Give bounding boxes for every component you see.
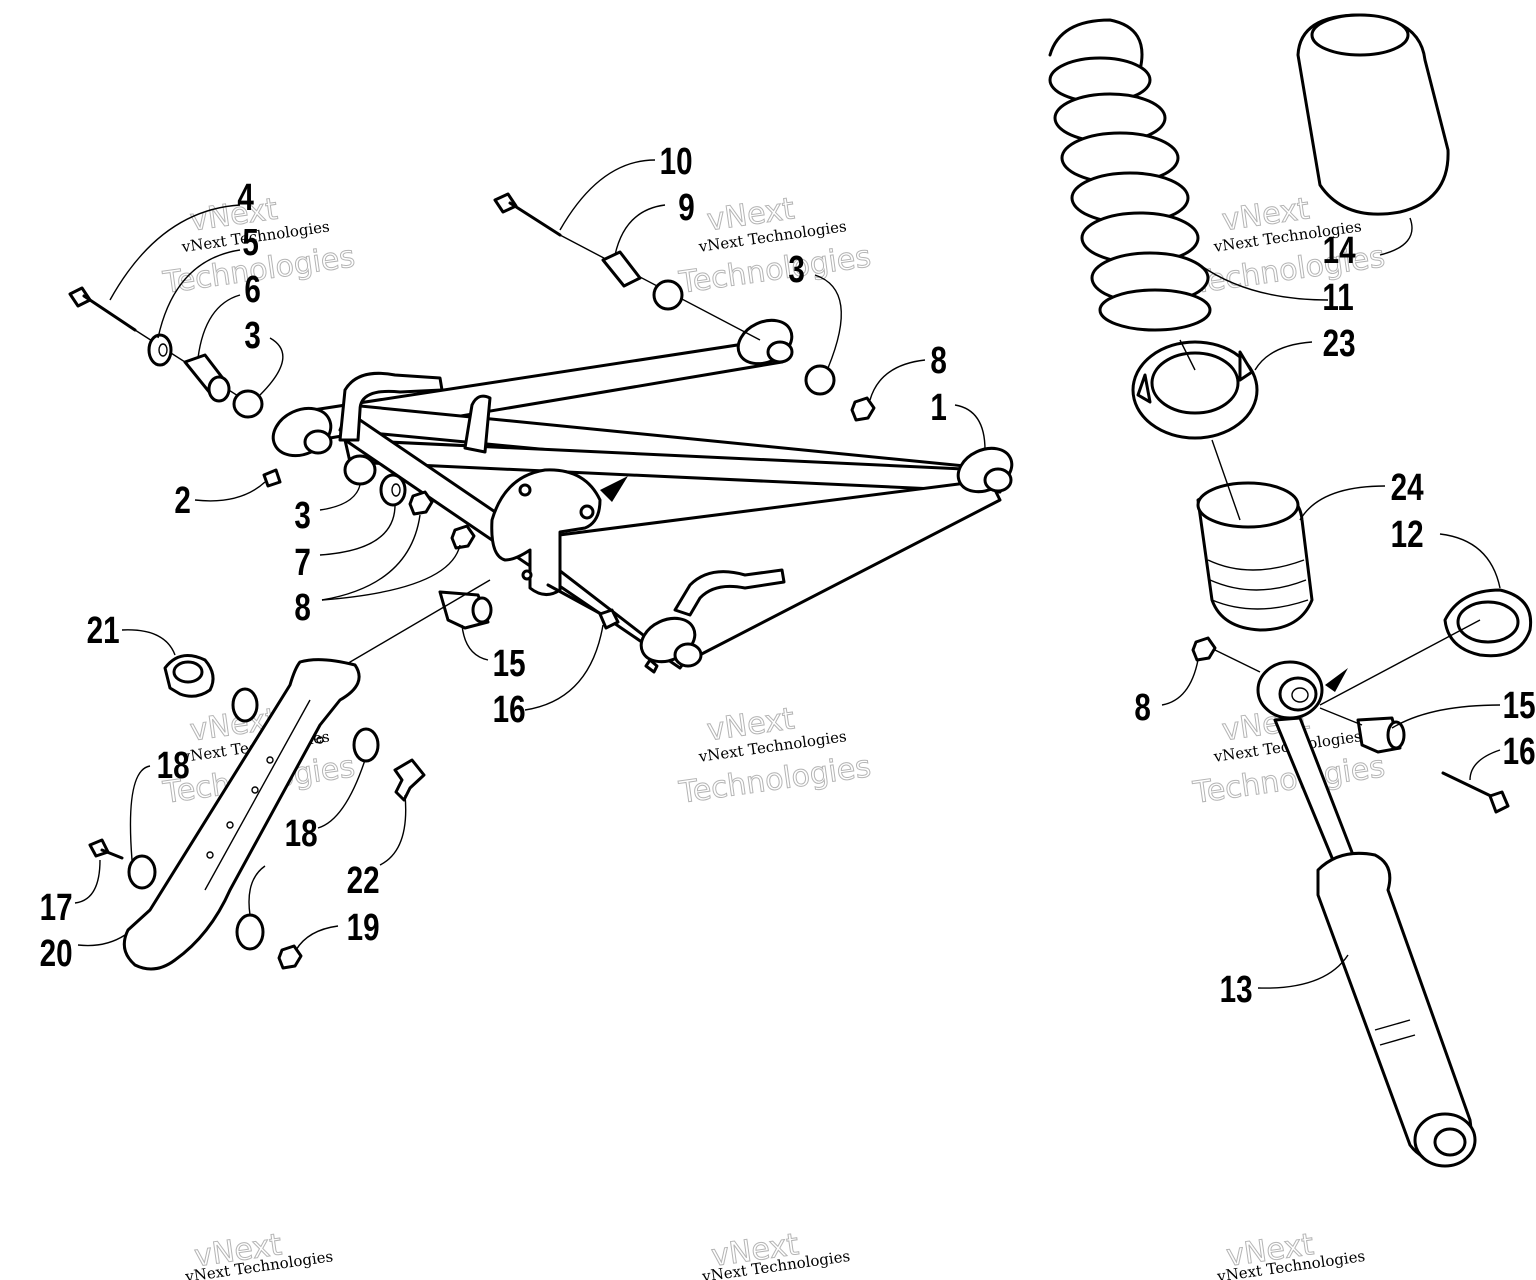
nut-part-8-center bbox=[450, 524, 476, 550]
direction-arrow-icon-shock bbox=[1325, 668, 1348, 692]
retainer-part-12 bbox=[1443, 588, 1533, 658]
watermark-bottom-center: vNext vNext Technologies bbox=[700, 1227, 851, 1280]
callout-10: 10 bbox=[660, 141, 693, 183]
bellows-part-24 bbox=[1196, 439, 1314, 632]
nut-part-8-shock bbox=[1191, 636, 1261, 673]
callout-18-a: 18 bbox=[157, 745, 190, 787]
watermark-top-center: vNext vNext Technologies Technologies bbox=[676, 191, 874, 301]
a-arm-part-1 bbox=[271, 318, 1014, 674]
direction-arrow-icon-arm bbox=[600, 476, 628, 502]
limiter-strap-part-20 bbox=[122, 658, 361, 971]
callout-9: 9 bbox=[678, 187, 694, 229]
spring-adjuster-part-23 bbox=[1131, 339, 1259, 440]
callout-16-a: 16 bbox=[493, 689, 526, 731]
callout-18-b: 18 bbox=[285, 813, 318, 855]
grease-fitting-part-2 bbox=[262, 468, 282, 488]
callout-16-b: 16 bbox=[1503, 731, 1536, 773]
spacer-part-9 bbox=[601, 250, 642, 288]
callout-22: 22 bbox=[347, 860, 380, 902]
leader-hidden-line bbox=[344, 579, 491, 666]
knob-part-21 bbox=[163, 654, 215, 698]
watermark-bottom-right: vNext vNext Technologies bbox=[1215, 1227, 1366, 1280]
bushing-part-3-right bbox=[804, 364, 836, 396]
spacer-part-15-right bbox=[1319, 707, 1406, 754]
callout-labels: 4 5 6 3 2 3 7 8 10 9 3 8 1 15 16 21 18 1… bbox=[40, 141, 1536, 1011]
callout-14: 14 bbox=[1323, 230, 1356, 272]
wing-nut-part-22 bbox=[393, 758, 426, 802]
callout-19: 19 bbox=[347, 907, 380, 949]
washer-part-18-lower-left bbox=[127, 854, 157, 890]
callout-15-a: 15 bbox=[493, 643, 526, 685]
callout-15-b: 15 bbox=[1503, 685, 1536, 727]
shock-absorber-part-13 bbox=[1256, 660, 1477, 1168]
bolt-part-16-right bbox=[1441, 771, 1510, 814]
watermark-bottom-left: vNext vNext Technologies bbox=[183, 1227, 334, 1280]
leader-line-retainer bbox=[1319, 619, 1481, 706]
washer-part-7 bbox=[379, 473, 407, 507]
bushing-part-3-left-upper bbox=[232, 389, 264, 419]
callout-3-c: 3 bbox=[788, 249, 804, 291]
bushing-part-6 bbox=[183, 353, 231, 403]
washer-part-18-upper-left bbox=[231, 687, 259, 723]
callout-21: 21 bbox=[87, 610, 120, 652]
bolt-part-16-left bbox=[546, 583, 620, 630]
washer-part-18-lower-right bbox=[235, 913, 265, 951]
bushing-part-3-left-lower bbox=[343, 454, 377, 486]
callout-23: 23 bbox=[1323, 323, 1356, 365]
callout-8-c: 8 bbox=[1134, 687, 1150, 729]
callout-20: 20 bbox=[40, 933, 73, 975]
callout-3-a: 3 bbox=[244, 315, 260, 357]
washer-part-18-upper-right bbox=[352, 727, 380, 763]
bushing-part-3-upper bbox=[652, 279, 684, 311]
watermark-mid-center: vNext vNext Technologies Technologies bbox=[676, 701, 874, 811]
callout-6: 6 bbox=[244, 269, 260, 311]
callout-8-b: 8 bbox=[930, 340, 946, 382]
callout-1: 1 bbox=[930, 387, 946, 429]
callout-5: 5 bbox=[242, 222, 258, 264]
callout-7: 7 bbox=[294, 542, 310, 584]
callout-4: 4 bbox=[237, 177, 254, 219]
bump-stop-part-14 bbox=[1296, 13, 1450, 216]
coil-spring-part-11 bbox=[1048, 18, 1212, 332]
nut-part-8-left bbox=[408, 490, 434, 516]
leader-lines bbox=[74, 159, 1501, 989]
callout-17: 17 bbox=[40, 887, 73, 929]
washer-part-5 bbox=[147, 333, 173, 367]
nut-part-19 bbox=[277, 944, 303, 970]
callout-24: 24 bbox=[1391, 467, 1424, 509]
callout-3-b: 3 bbox=[294, 495, 310, 537]
callout-8-a: 8 bbox=[294, 587, 310, 629]
callout-12: 12 bbox=[1391, 514, 1424, 556]
nut-part-8-upper-right bbox=[850, 396, 876, 422]
spacer-part-15-left bbox=[438, 590, 493, 630]
callout-11: 11 bbox=[1322, 277, 1353, 319]
callout-2: 2 bbox=[174, 480, 190, 522]
bolt-part-17 bbox=[88, 838, 124, 860]
callout-13: 13 bbox=[1220, 969, 1253, 1011]
